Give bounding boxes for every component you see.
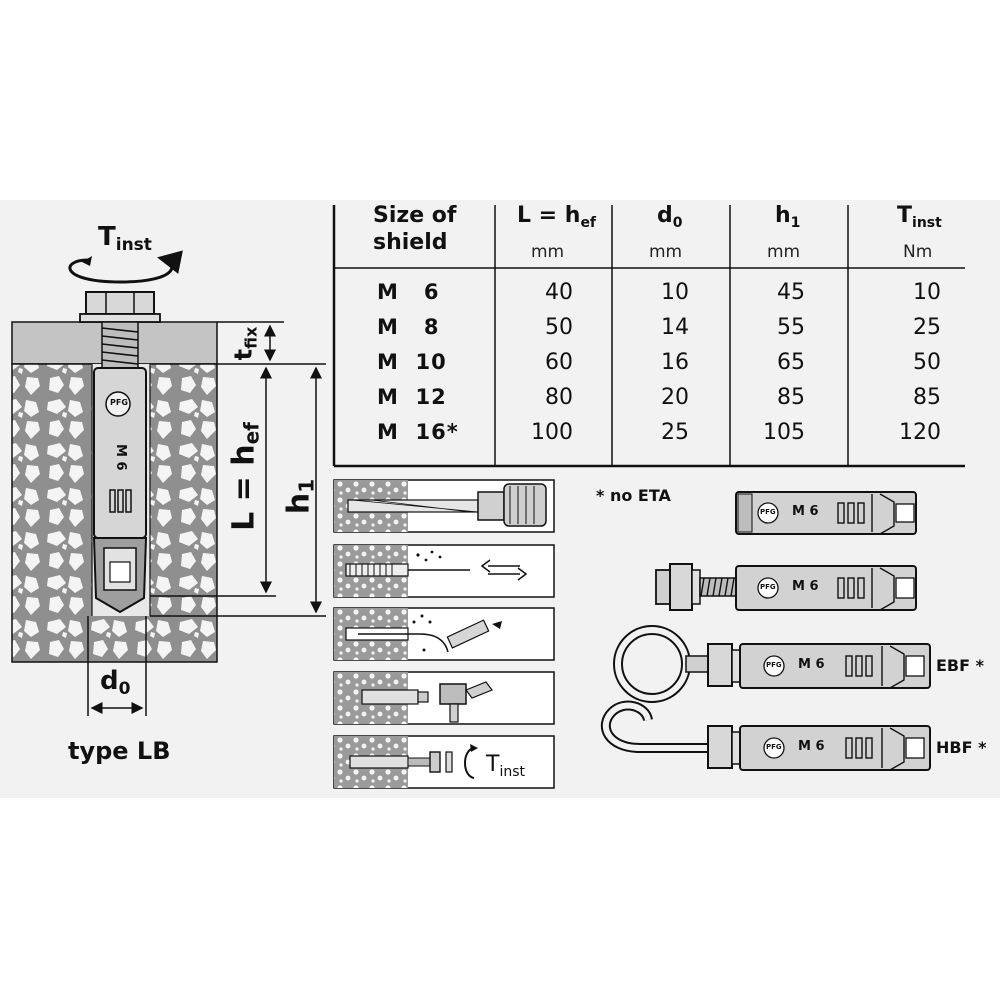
install-step-tighten (333, 735, 555, 789)
anchor-logo: PFG (110, 398, 128, 407)
spec-table: Size of shield L = hef mm d0 mm h1 mm Ti… (335, 200, 965, 465)
hex-nut-icon (85, 291, 155, 315)
washer-icon (79, 313, 161, 323)
dim-label-L-hef: L = hef (226, 422, 264, 531)
table-row: M 8 50 14 55 25 (377, 315, 941, 340)
table-row: M 6 40 10 45 10 (377, 280, 941, 305)
variant-marking: M 6 (798, 657, 825, 672)
dim-label-h1: h1 (281, 478, 319, 515)
col-header-h1: h1 (775, 203, 801, 231)
install-torque-label: Tinst (486, 752, 525, 780)
variant-logo: PFG (760, 508, 776, 516)
variant-logo: PFG (766, 661, 782, 669)
variant-label-hbf: HBF * (936, 738, 987, 757)
col-header-d0: d0 (657, 203, 683, 231)
variant-logo: PFG (760, 583, 776, 591)
dim-label-tfix: tfix (229, 326, 261, 361)
table-row: M 10 60 16 65 50 (377, 350, 941, 375)
variant-label-ebf: EBF * (936, 656, 984, 675)
dim-label-d0: d0 (100, 666, 131, 699)
install-step-clean (333, 544, 555, 598)
install-step-hammer-in (333, 671, 555, 725)
col-header-size: Size of shield (373, 203, 457, 255)
col-header-L: L = hef (517, 203, 597, 231)
dimension-lines (87, 321, 326, 716)
table-row: M 16* 100 25 105 120 (377, 420, 941, 445)
variant-hook-bolt (600, 700, 931, 771)
col-unit-d0: mm (649, 242, 683, 262)
torque-arrow-icon (68, 250, 183, 284)
footnote-no-eta: * no ETA (596, 486, 671, 505)
torque-label: Tinst (98, 222, 152, 255)
install-step-drill (333, 479, 555, 533)
type-label: type LB (68, 737, 171, 765)
variant-eye-bolt (613, 625, 931, 703)
install-step-blow-out (333, 607, 555, 661)
col-header-T: Tinst (897, 203, 942, 231)
thread-icon (101, 321, 139, 369)
install-steps (333, 479, 555, 789)
col-unit-T: Nm (903, 242, 933, 262)
variant-bolt (655, 563, 917, 611)
variant-logo: PFG (766, 743, 782, 751)
table-grid (332, 205, 965, 468)
anchor-marking: M 6 (113, 444, 128, 471)
col-unit-L: mm (531, 242, 565, 262)
table-row: M 12 80 20 85 85 (377, 385, 941, 410)
variant-marking: M 6 (792, 579, 819, 594)
variant-shield-only (735, 491, 917, 535)
variant-marking: M 6 (792, 504, 819, 519)
col-unit-h1: mm (767, 242, 801, 262)
anchor-shield (92, 367, 148, 614)
variant-marking: M 6 (798, 739, 825, 754)
